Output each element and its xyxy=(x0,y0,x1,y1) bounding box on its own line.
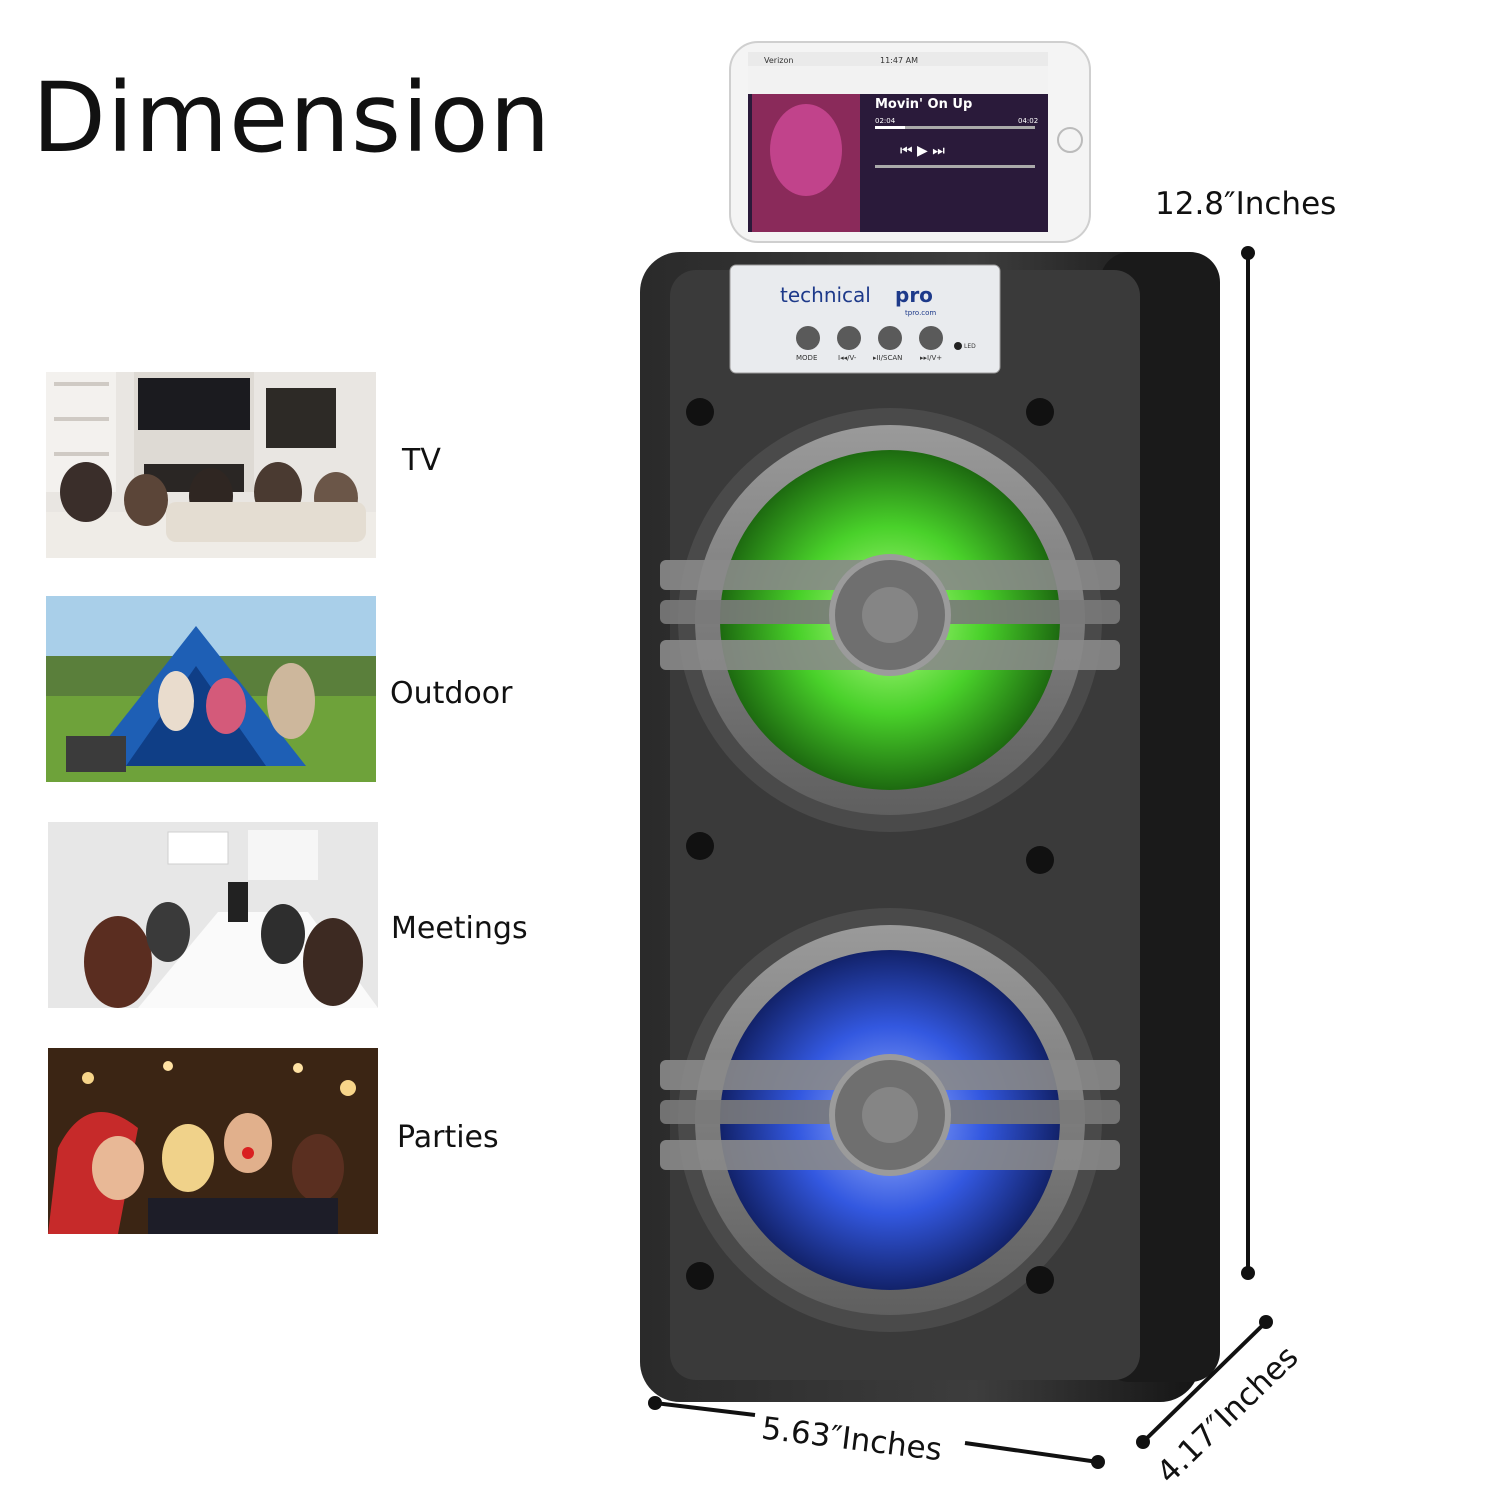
brand-url: tpro.com xyxy=(905,309,936,317)
height-dimension: 12.8″Inches xyxy=(1155,186,1337,222)
use-label-outdoor: Outdoor xyxy=(390,676,513,711)
phone-home-button[interactable] xyxy=(1057,127,1083,153)
button-label-scan: ▸II/SCAN xyxy=(873,354,902,362)
button-label-prev: I◂◂/V- xyxy=(838,354,857,362)
parties-photo xyxy=(48,1048,378,1234)
phone: Verizon 11:47 AM Movin' On Up 02:04 04:0… xyxy=(729,41,1091,243)
meetings-photo xyxy=(48,822,378,1008)
button-label-mode: MODE xyxy=(796,354,817,362)
phone-playback-controls[interactable]: ⏮ ▶ ⏭ xyxy=(900,143,945,159)
led-indicator xyxy=(954,342,962,350)
lower-driver xyxy=(660,908,1120,1332)
phone-elapsed: 02:04 xyxy=(875,117,896,125)
play-scan-button[interactable] xyxy=(878,326,902,350)
speaker-illustration: Verizon 11:47 AM Movin' On Up 02:04 04:0… xyxy=(630,40,1230,1420)
outdoor-photo xyxy=(46,596,376,782)
phone-time: 11:47 AM xyxy=(880,56,918,65)
brand-pro: pro xyxy=(895,283,933,307)
tv-photo xyxy=(46,372,376,558)
use-label-parties: Parties xyxy=(397,1120,499,1155)
next-button[interactable] xyxy=(919,326,943,350)
use-label-tv: TV xyxy=(402,443,441,478)
page-title: Dimension xyxy=(32,62,552,174)
use-label-meetings: Meetings xyxy=(391,911,528,946)
phone-carrier: Verizon xyxy=(764,56,793,65)
mode-button[interactable] xyxy=(796,326,820,350)
button-label-next: ▸▸I/V+ xyxy=(920,354,942,362)
brand-technical: technical xyxy=(780,283,871,307)
prev-button[interactable] xyxy=(837,326,861,350)
phone-song-title: Movin' On Up xyxy=(875,97,972,112)
upper-driver xyxy=(660,408,1120,832)
phone-total: 04:02 xyxy=(1018,117,1038,125)
led-label: LED xyxy=(964,343,976,350)
